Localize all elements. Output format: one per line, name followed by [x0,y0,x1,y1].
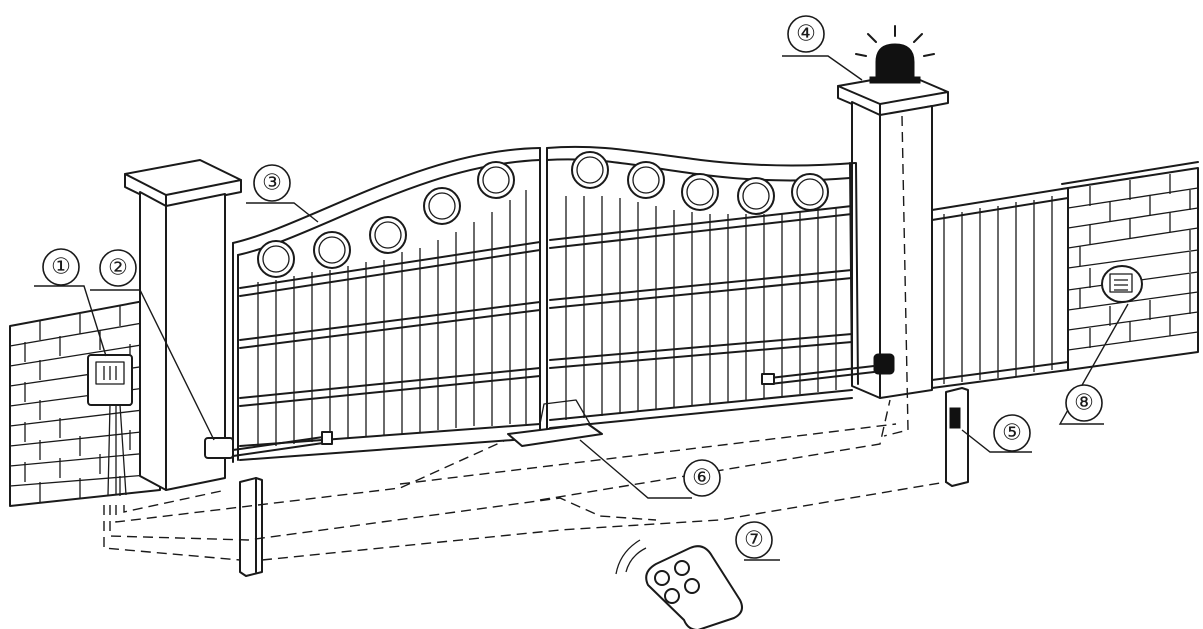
photocell-post-right [945,387,969,487]
callout-6: ⑥ [683,459,721,497]
callout-4: ④ [787,15,825,53]
remote-control-icon [615,539,743,629]
left-pillar [124,159,242,491]
callout-7-label: ⑦ [744,528,764,553]
right-fence [931,187,1069,389]
control-box-icon [87,354,133,496]
callout-1: ① [42,248,80,286]
gate-stop-icon [507,399,603,447]
callout-5-label: ⑤ [1002,421,1022,446]
callout-leaders [34,55,1129,561]
left-brick-wall [9,297,161,507]
left-actuator-icon [204,431,333,459]
right-actuator-icon [761,353,895,385]
keypad-icon [1101,265,1143,303]
callout-4-label: ④ [796,22,816,47]
callout-7: ⑦ [735,521,773,559]
callout-2: ② [99,249,137,287]
callout-6-label: ⑥ [692,466,712,491]
right-pillar [837,73,949,399]
right-brick-wall [1061,161,1199,371]
callout-8: ⑧ [1065,384,1103,422]
wiring-dashed-lines [103,115,947,561]
callout-1-label: ① [51,255,71,280]
callout-3: ③ [253,164,291,202]
callout-5: ⑤ [993,414,1031,452]
callout-3-label: ③ [262,171,282,196]
callout-8-label: ⑧ [1074,391,1094,416]
gate-leaves [232,145,859,463]
warning-light-icon [855,25,935,84]
photocell-post-left [239,477,263,577]
callout-2-label: ② [108,256,128,281]
